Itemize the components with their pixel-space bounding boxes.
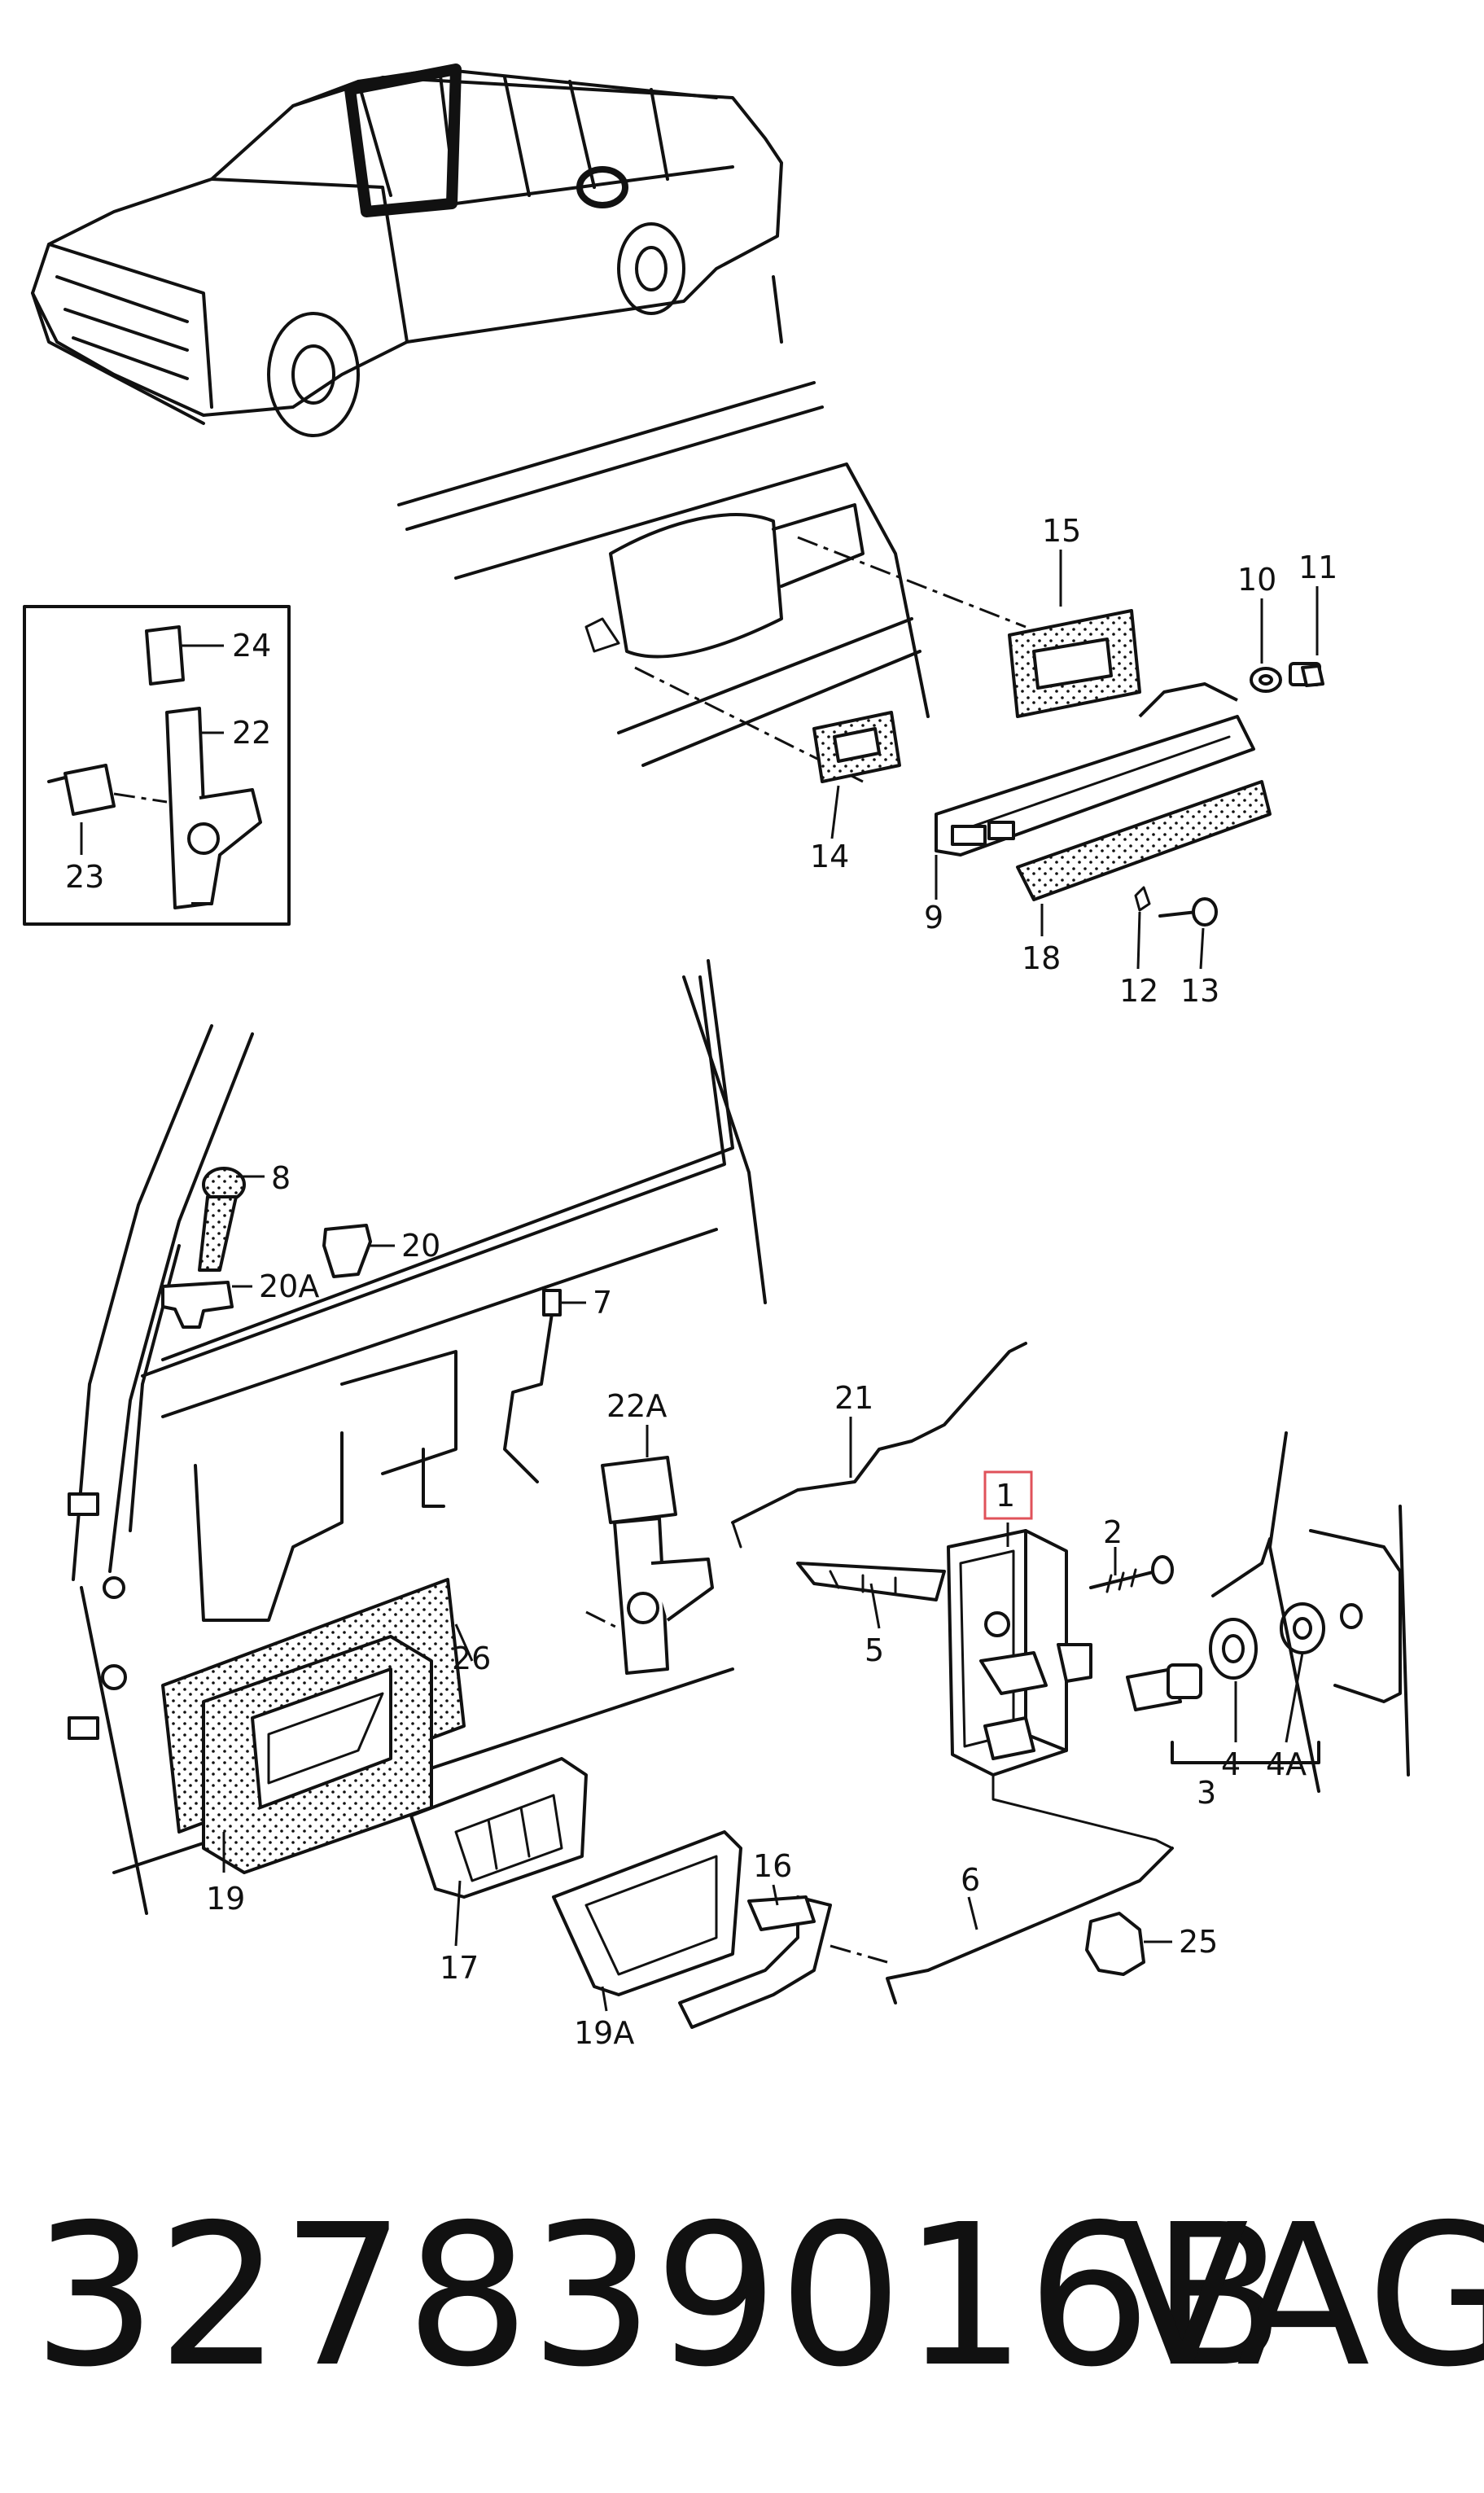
label-3: 3 (1197, 1775, 1216, 1811)
label-20a: 20A (259, 1268, 319, 1304)
part-6-rod (830, 1773, 1174, 2004)
label-9: 9 (924, 900, 943, 935)
label-4: 4 (1221, 1746, 1241, 1782)
inset-box (23, 605, 291, 926)
label-13: 13 (1180, 973, 1219, 1009)
part-14-gasket (812, 711, 901, 783)
label-26: 26 (452, 1641, 491, 1676)
brand-name: VAG (1115, 2182, 1484, 2410)
label-2: 2 (1103, 1514, 1123, 1550)
label-24: 24 (232, 628, 271, 664)
label-14: 14 (810, 839, 849, 874)
label-23: 23 (65, 859, 104, 895)
label-6: 6 (961, 1862, 980, 1898)
label-16: 16 (753, 1848, 792, 1884)
part-22a-actuator (585, 1456, 714, 1675)
part-25-clip (1085, 1912, 1145, 1976)
part-7-rod (503, 1289, 562, 1483)
part-15-gasket (1008, 609, 1141, 718)
label-8: 8 (271, 1160, 291, 1196)
label-18: 18 (1022, 940, 1061, 976)
leader-lines (80, 550, 1319, 2012)
outer-door-panel (397, 275, 1027, 783)
part-19-foam-block (202, 1635, 433, 1874)
part-number: 327839016B (33, 2182, 1285, 2410)
part-2-screw (1089, 1555, 1174, 1593)
part-8-knob (198, 1167, 246, 1272)
label-1: 1 (996, 1478, 1015, 1514)
label-19a: 19A (574, 2015, 634, 2051)
part-16-inner-handle (678, 1895, 832, 2029)
label-21: 21 (834, 1380, 873, 1416)
door-pillar (1211, 1431, 1410, 1793)
label-10: 10 (1237, 562, 1276, 598)
label-19: 19 (206, 1881, 245, 1917)
part-18-pad (1016, 780, 1272, 901)
part-5-linkage (796, 1562, 946, 1601)
label-22a: 22A (606, 1388, 667, 1424)
part-20a-clip (161, 1281, 234, 1329)
label-15: 15 (1042, 513, 1081, 549)
part-21-rod (731, 1342, 1027, 1549)
inner-door-frame (68, 959, 767, 1915)
part-9-outer-handle (935, 682, 1255, 857)
part-13-screw (1158, 897, 1218, 927)
part-17-bezel (409, 1757, 588, 1899)
highlight-box (983, 1470, 1033, 1520)
part-3-striker (1126, 1602, 1325, 1764)
part-10-washer (1250, 667, 1282, 693)
part-12-clip (1134, 886, 1151, 912)
label-5: 5 (865, 1632, 884, 1668)
part-20-grommet (322, 1224, 372, 1278)
label-4a: 4A (1266, 1746, 1307, 1782)
label-17: 17 (440, 1950, 479, 1986)
part-1-door-lock (947, 1529, 1092, 1777)
label-25: 25 (1179, 1924, 1218, 1960)
part-19a-trim (552, 1830, 742, 1996)
label-11: 11 (1298, 550, 1337, 585)
label-20: 20 (401, 1228, 440, 1264)
callout-labels: 1 2 3 4 4A 5 6 7 8 9 10 11 12 13 14 15 1… (65, 513, 1337, 2051)
car-illustration (31, 64, 783, 437)
label-22: 22 (232, 715, 271, 751)
part-11-bolt (1289, 662, 1324, 687)
label-12: 12 (1119, 973, 1158, 1009)
label-7: 7 (593, 1285, 612, 1321)
